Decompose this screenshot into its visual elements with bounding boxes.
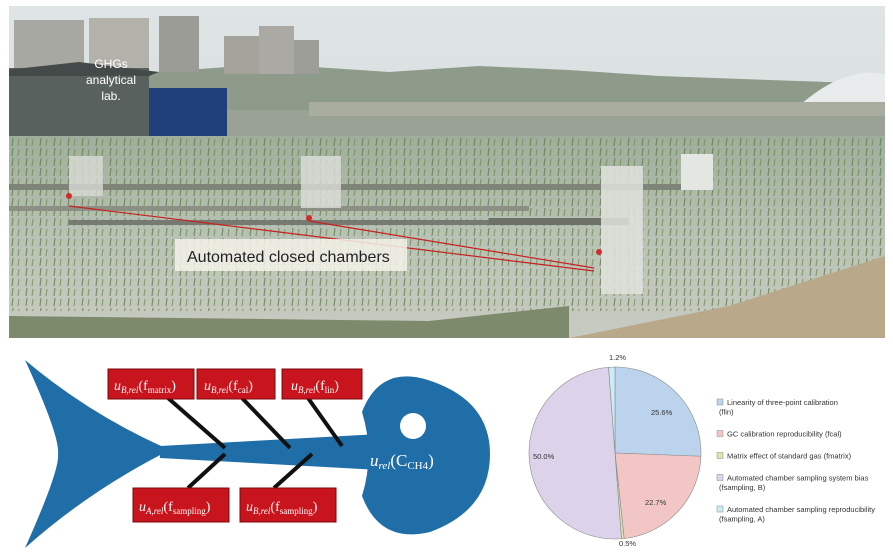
factor-box-sampling-a: uA,rel(fsampling) — [132, 487, 230, 523]
pie-legend: Linearity of three-point calibration(fli… — [716, 398, 875, 524]
legend-swatch-0 — [716, 398, 724, 406]
fish-eye — [400, 413, 426, 439]
bone-sampling-a — [186, 452, 227, 490]
legend-entry-3: Automated chamber sampling system bias(f… — [719, 474, 869, 493]
bone-lin — [306, 396, 344, 448]
legend-swatch-2 — [716, 452, 724, 459]
pie-slice-0 — [614, 366, 702, 457]
lab-label: GHGs analytical lab. — [86, 57, 136, 103]
chambers-label: Automated closed chambers — [187, 249, 390, 266]
fish-spine — [160, 434, 380, 470]
pie-data-label-2: 0.5% — [619, 539, 636, 548]
legend-entry-2: Matrix effect of standard gas (fmatrix) — [727, 452, 852, 461]
pie-data-label-1: 22.7% — [645, 498, 667, 507]
factor-box-lin: uB,rel(flin) — [281, 368, 363, 400]
svg-text:uB,rel(fmatrix): uB,rel(fmatrix) — [114, 379, 176, 395]
fishbone-diagram: urel(CCH4) uB,rel(fmatrix) uB,rel(fcal) … — [25, 360, 490, 548]
legend-entry-4: Automated chamber sampling reproducibili… — [719, 505, 875, 524]
svg-text:uA,rel(fsampling): uA,rel(fsampling) — [139, 500, 211, 516]
pie-chart: 25.6% 22.7% 0.5% 50.0% 1.2% Linearity of thr… — [528, 355, 875, 548]
fish-head-label: urel(CCH4) — [370, 451, 434, 472]
legend-swatch-1 — [716, 430, 724, 437]
legend-entry-1: GC calibration reproducibility (fcal) — [727, 430, 842, 439]
fish-tail — [25, 360, 170, 548]
pie-slice-3 — [528, 366, 622, 540]
factor-box-sampling-b: uB,rel(fsampling) — [239, 487, 337, 523]
bone-cal — [240, 396, 292, 450]
legend-swatch-3 — [716, 474, 724, 481]
fish-head — [362, 376, 490, 535]
chambers-label-background — [175, 239, 407, 271]
pie-slice-4 — [608, 366, 616, 454]
pie-data-label-4: 1.2% — [609, 355, 626, 362]
lab-label-line1: GHGs — [94, 57, 127, 71]
factor-box-matrix: uB,rel(fmatrix) — [107, 368, 195, 400]
legend-entry-0: Linearity of three-point calibration(fli… — [719, 398, 838, 417]
pie-data-label-0: 25.6% — [651, 408, 673, 417]
svg-text:uB,rel(flin): uB,rel(flin) — [291, 379, 339, 395]
lab-label-line3: lab. — [101, 89, 120, 103]
svg-text:uB,rel(fcal): uB,rel(fcal) — [204, 379, 253, 395]
pie-data-labels: 25.6% 22.7% 0.5% 50.0% 1.2% — [533, 355, 673, 548]
factor-box-cal: uB,rel(fcal) — [196, 368, 276, 400]
svg-text:uB,rel(fsampling): uB,rel(fsampling) — [246, 500, 318, 516]
pie-slices — [528, 366, 702, 540]
lab-label-line2: analytical — [86, 73, 136, 87]
bone-matrix — [166, 396, 227, 450]
bone-sampling-b — [272, 452, 314, 490]
pie-slice-1 — [614, 452, 702, 539]
legend-swatch-4 — [716, 505, 724, 513]
field-photo: GHGs analytical lab. Automated closed ch… — [9, 6, 885, 338]
pie-data-label-3: 50.0% — [533, 452, 555, 461]
